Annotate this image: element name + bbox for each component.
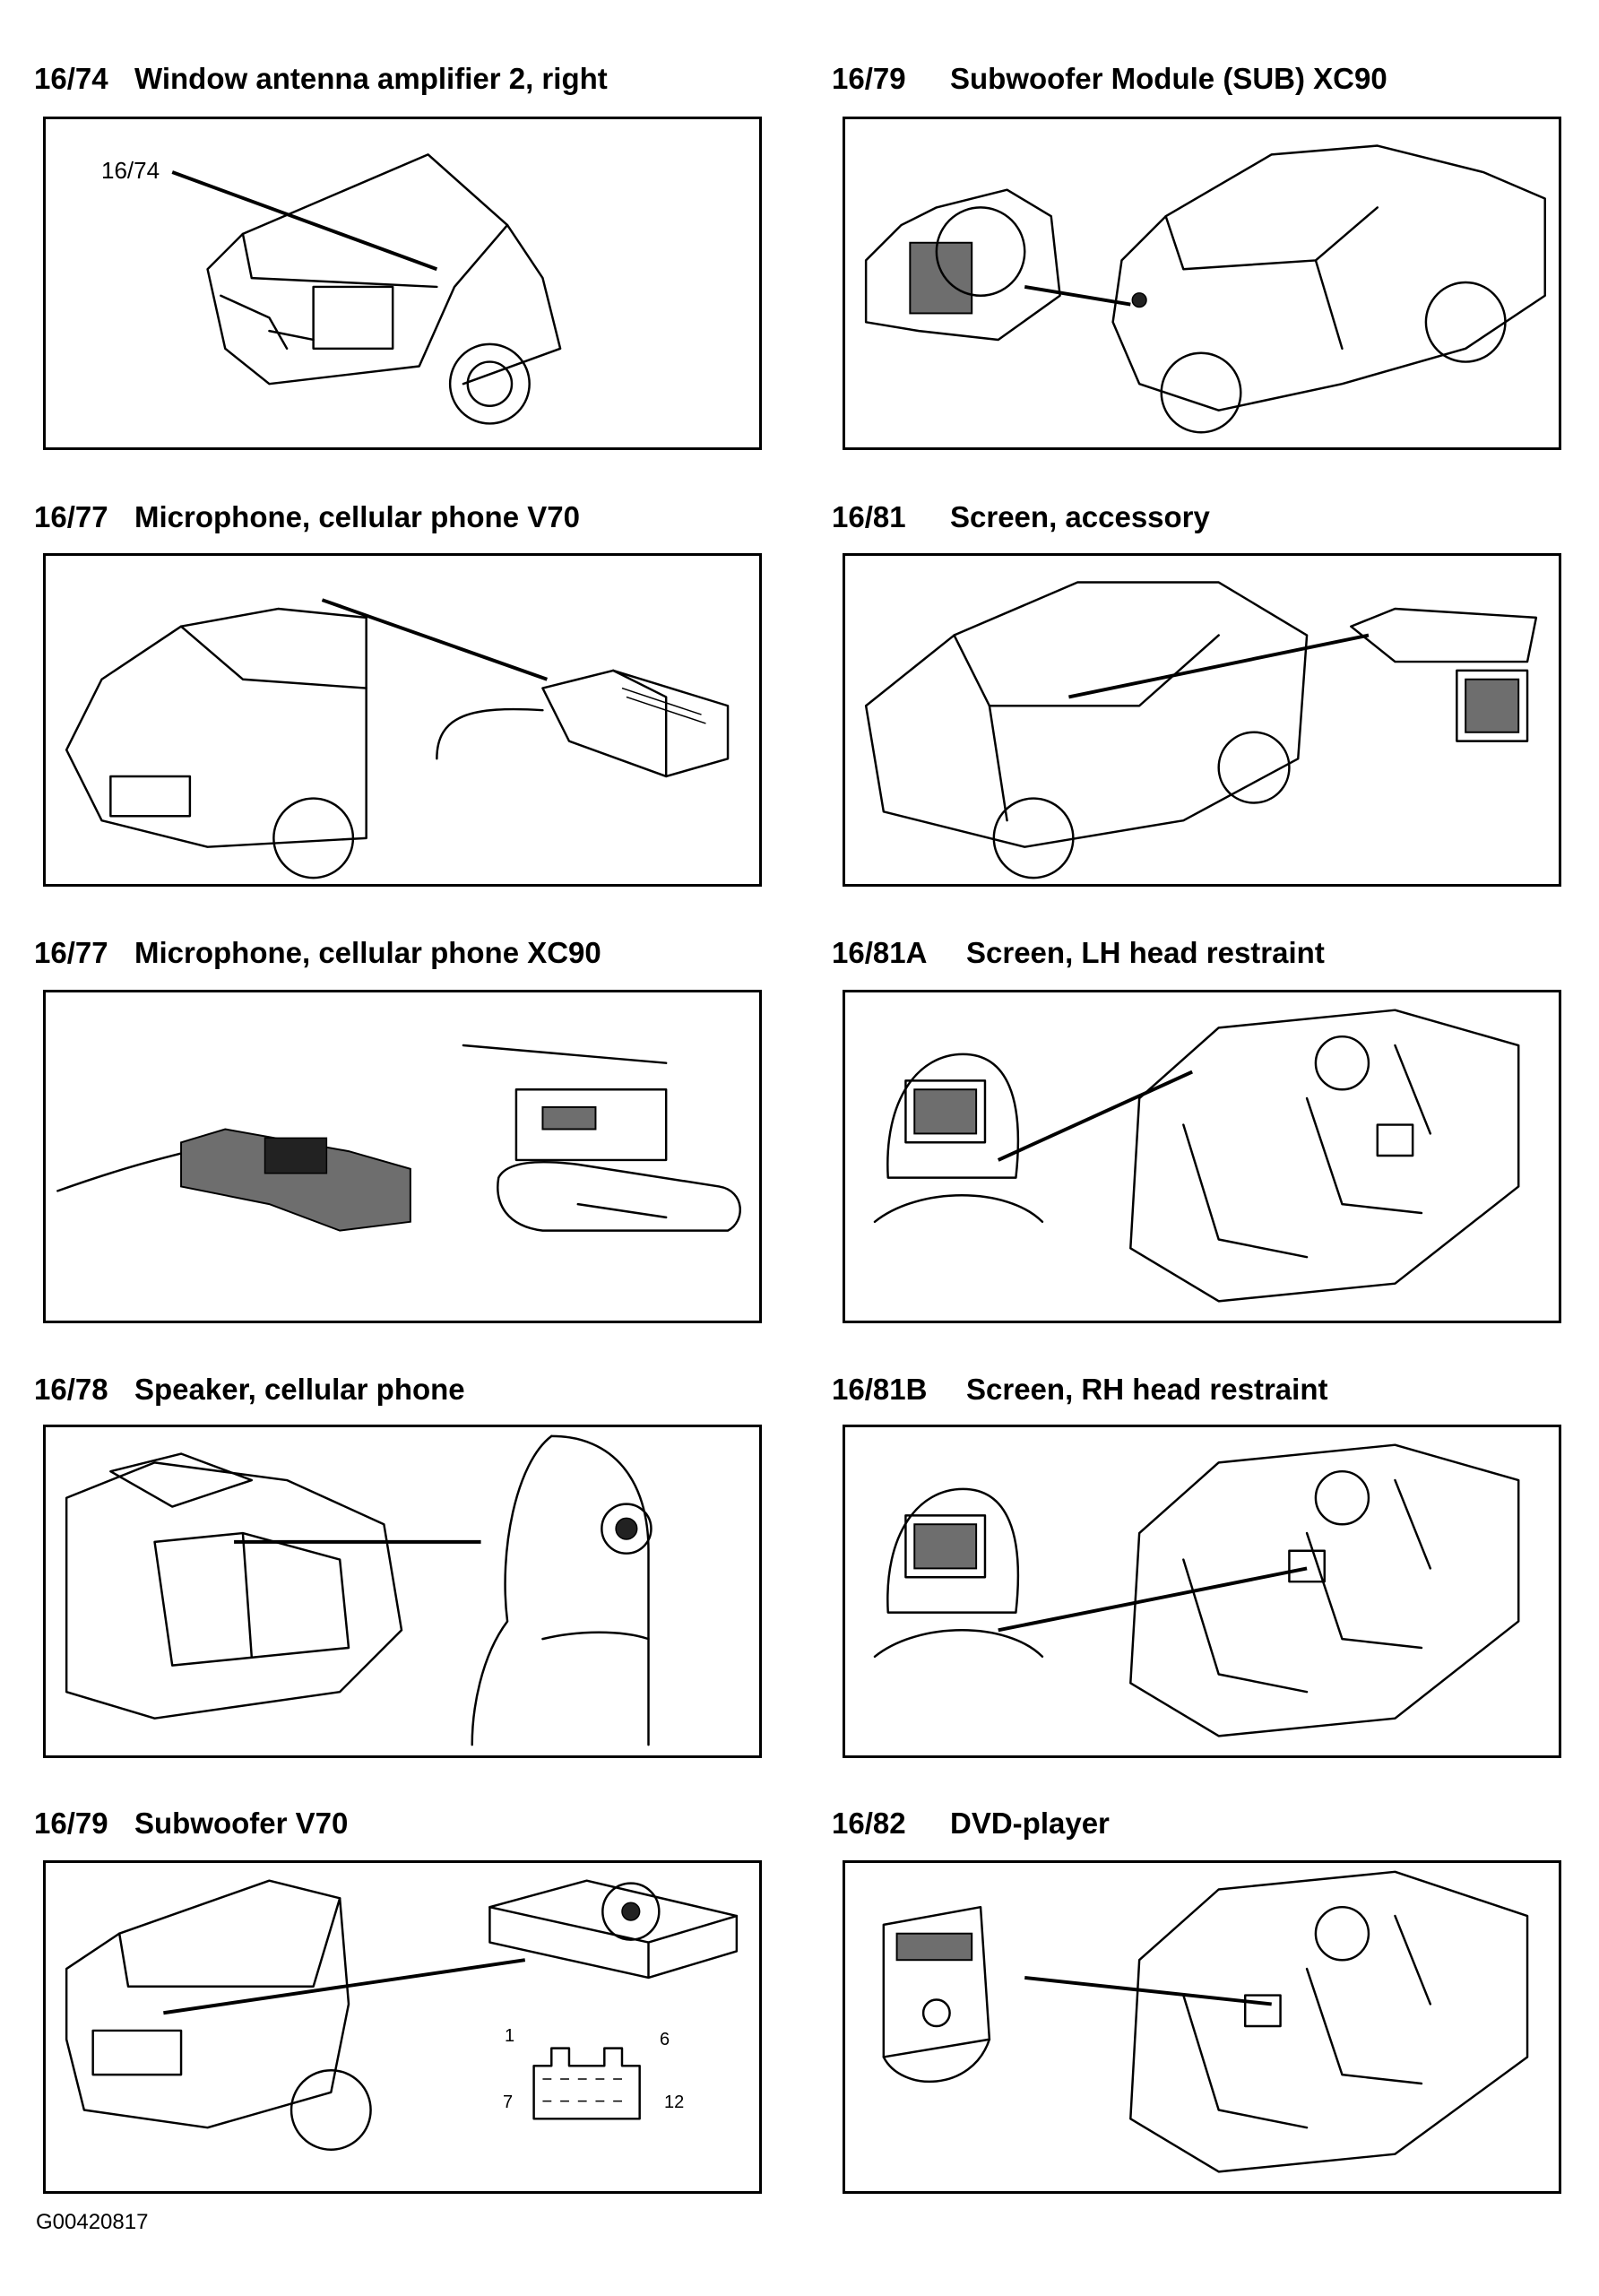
heading-16-77-v70: 16/77 Microphone, cellular phone V70 — [34, 499, 580, 535]
item-code: 16/78 — [34, 1373, 108, 1406]
lh-head-restraint-illustration — [873, 1009, 1520, 1303]
item-code: 16/74 — [34, 62, 108, 95]
heading-16-77-xc90: 16/77 Microphone, cellular phone XC90 — [34, 935, 601, 971]
heading-16-74: 16/74 Window antenna amplifier 2, right — [34, 61, 608, 97]
panel-screen-lh-head-restraint — [843, 990, 1561, 1323]
item-title: Window antenna amplifier 2, right — [134, 62, 608, 95]
heading-16-79-v70: 16/79 Subwoofer V70 — [34, 1806, 348, 1841]
item-title: Screen, LH head restraint — [966, 936, 1325, 969]
item-title: Speaker, cellular phone — [134, 1373, 465, 1406]
panel-screen-accessory — [843, 553, 1561, 887]
item-code: 16/77 — [34, 500, 108, 533]
panel-speaker-cellular-phone — [43, 1425, 762, 1758]
panel-microphone-v70 — [43, 553, 762, 887]
item-title: Screen, RH head restraint — [966, 1373, 1328, 1406]
item-title: Subwoofer V70 — [134, 1806, 349, 1840]
callout-label: 16/74 — [101, 157, 160, 184]
document-code: G00420817 — [36, 2210, 149, 2234]
panel-subwoofer-v70: 1 6 7 12 — [43, 1860, 762, 2194]
car-front-microphone-illustration — [65, 598, 730, 879]
panel-dvd-player — [843, 1860, 1561, 2194]
item-title: Screen, accessory — [950, 500, 1210, 533]
heading-16-81a: 16/81A Screen, LH head restraint — [832, 935, 1325, 971]
panel-microphone-xc90 — [43, 990, 762, 1323]
suv-subwoofer-illustration — [864, 144, 1546, 434]
pin-label-1: 1 — [505, 2026, 515, 2046]
suv-interior-screen-illustration — [864, 581, 1538, 879]
item-code: 16/79 — [832, 62, 906, 95]
heading-16-82: 16/82 DVD-player — [832, 1806, 1110, 1841]
item-code: 16/81A — [832, 936, 928, 969]
item-title: Microphone, cellular phone V70 — [134, 500, 580, 533]
microphone-mirror-illustration — [56, 1044, 741, 1232]
pin-label-6: 6 — [660, 2030, 670, 2049]
panel-subwoofer-module-xc90 — [843, 117, 1561, 450]
item-code: 16/82 — [832, 1806, 906, 1840]
dvd-player-illustration — [882, 1870, 1529, 2173]
heading-16-81b: 16/81B Screen, RH head restraint — [832, 1372, 1327, 1408]
panel-screen-rh-head-restraint — [843, 1425, 1561, 1758]
item-title: Subwoofer Module (SUB) XC90 — [950, 62, 1387, 95]
heading-16-81: 16/81 Screen, accessory — [832, 499, 1210, 535]
item-title: DVD-player — [950, 1806, 1110, 1840]
panel-window-antenna-amplifier: 16/74 — [43, 117, 762, 450]
heading-16-79-xc90: 16/79 Subwoofer Module (SUB) XC90 — [832, 61, 1387, 97]
wagon-rear-illustration — [171, 153, 562, 425]
item-code: 16/81B — [832, 1373, 928, 1406]
item-code: 16/81 — [832, 500, 906, 533]
pin-label-7: 7 — [503, 2092, 514, 2112]
rh-head-restraint-illustration — [873, 1443, 1520, 1737]
heading-16-78: 16/78 Speaker, cellular phone — [34, 1372, 465, 1408]
item-code: 16/77 — [34, 936, 108, 969]
item-title: Microphone, cellular phone XC90 — [134, 936, 601, 969]
wagon-subwoofer-illustration — [65, 1879, 739, 2151]
car-interior-speaker-illustration — [65, 1434, 653, 1746]
pin-label-12: 12 — [664, 2092, 685, 2112]
item-code: 16/79 — [34, 1806, 108, 1840]
